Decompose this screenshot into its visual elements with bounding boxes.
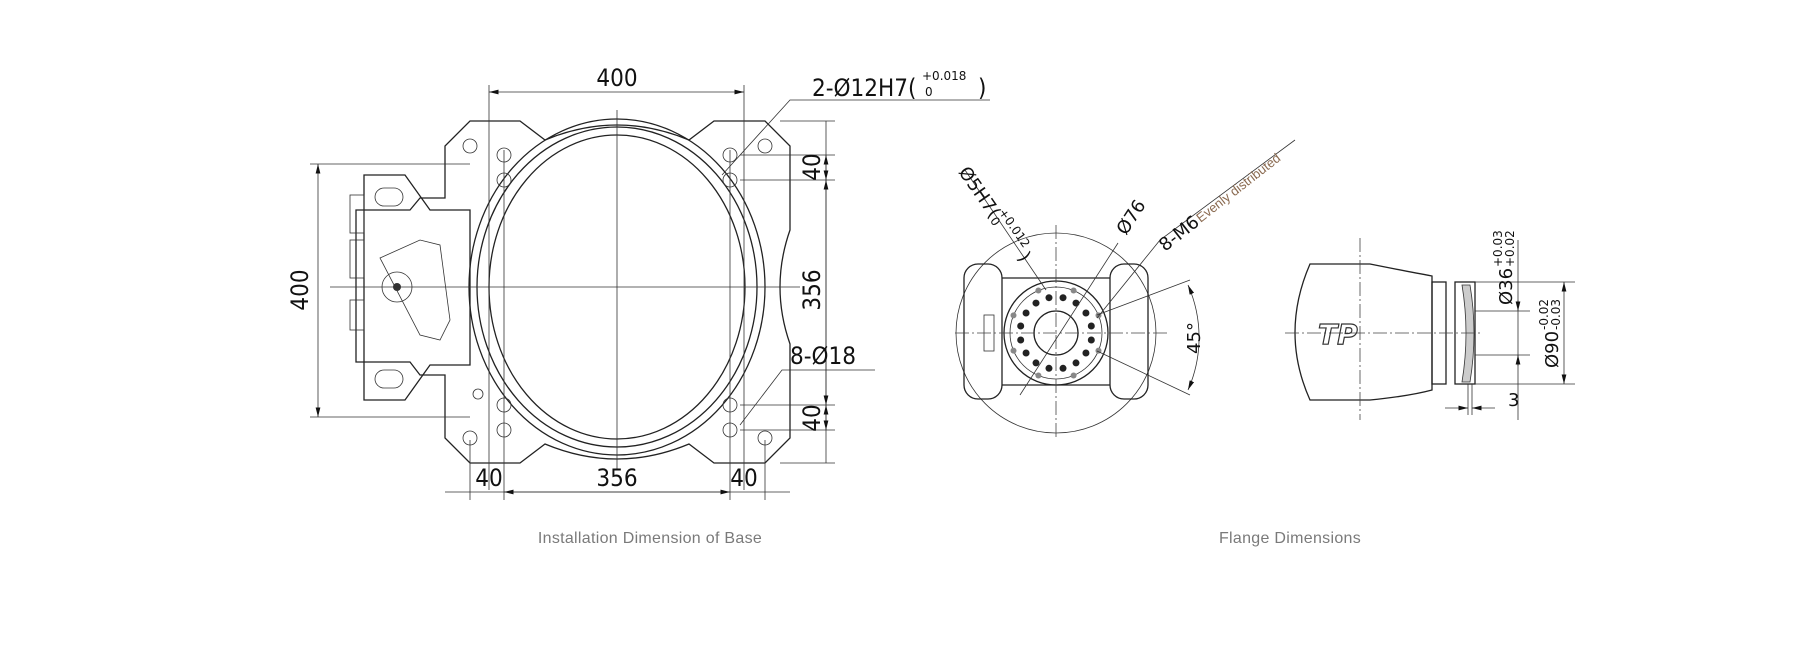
bolt-hole (1059, 364, 1067, 372)
bolt-hole (1087, 336, 1095, 344)
thread-hole (1010, 347, 1017, 354)
dim-left-height: 400 (286, 269, 314, 310)
dim-top-width: 400 (596, 64, 637, 92)
tp-logo: TP (1318, 318, 1358, 351)
flange-pin-close: ) (1014, 248, 1035, 266)
flange-caption: Flange Dimensions (1219, 530, 1361, 547)
cable-connector-box (363, 174, 471, 401)
dim-bottom-middle: 356 (596, 464, 637, 492)
bolt-hole (1017, 322, 1025, 330)
connector (349, 194, 365, 234)
bolt-hole (1032, 299, 1040, 307)
handle (379, 239, 451, 341)
inner-tol-upper: +0.03 (1491, 230, 1505, 267)
bolt-hole (1032, 359, 1040, 367)
inner-dia: Ø36 (1496, 268, 1517, 305)
dim-bottom-left: 40 (475, 464, 502, 492)
bolt-hole (1082, 349, 1090, 357)
connector (349, 239, 365, 279)
thread-hole (1010, 312, 1017, 319)
bolt-hole (1045, 364, 1053, 372)
base-dimension-labels: 400 400 40 356 40 40 356 40 2-Ø12H7( +0.… (286, 64, 986, 547)
base-view (310, 85, 990, 500)
slot (374, 369, 404, 389)
dim-bottom-right: 40 (730, 464, 757, 492)
pin-hole-tol-upper: +0.018 (922, 69, 966, 83)
bolt-hole (1045, 294, 1053, 302)
mounting-holes (462, 138, 773, 446)
bolt-hole (1022, 349, 1030, 357)
flange-holes (1010, 287, 1102, 379)
thread-hole (1070, 287, 1077, 294)
pin-hole-tol-lower: 0 (925, 85, 933, 99)
outer-tol-upper: -0.02 (1537, 299, 1551, 330)
pcd-callout: Ø76 (1113, 196, 1151, 239)
flange-front-view (955, 139, 1296, 440)
bolt-hole (1072, 299, 1080, 307)
thread-hole (1035, 372, 1042, 379)
pin-hole-close: ) (978, 74, 986, 102)
base-caption: Installation Dimension of Base (538, 530, 762, 547)
outer-dia: Ø90 (1542, 331, 1563, 368)
dim-right-bottom: 40 (798, 404, 826, 431)
bolt-hole (1017, 336, 1025, 344)
dim-right-top: 40 (798, 153, 826, 180)
bolt-hole (1072, 359, 1080, 367)
thread-hole (1070, 372, 1077, 379)
slot (374, 187, 404, 207)
flange-front-labels: Ø5H7( +0.012 0 ) Ø76 8-M6 Evenly distrib… (954, 150, 1283, 354)
depth-label: 3 (1508, 390, 1519, 411)
thread-hole (1035, 287, 1042, 294)
bolt-hole-callout: 8-Ø18 (790, 342, 856, 370)
pin-hole-callout: 2-Ø12H7( (812, 74, 916, 102)
flange-side-view: TP (1285, 238, 1575, 420)
flange-side-labels: Ø36 +0.03 +0.02 Ø90 -0.02 -0.03 3 Flange… (1219, 230, 1563, 547)
outer-tol-lower: -0.03 (1549, 299, 1563, 330)
thread-note: Evenly distributed (1193, 150, 1283, 225)
inner-tol-lower: +0.02 (1503, 230, 1517, 267)
connector (349, 299, 365, 331)
angle-label: 45° (1184, 322, 1205, 354)
bolt-hole (1082, 309, 1090, 317)
bolt-hole (1059, 294, 1067, 302)
bolt-hole (1087, 322, 1095, 330)
dim-right-middle: 356 (798, 269, 826, 310)
bolt-hole (1022, 309, 1030, 317)
